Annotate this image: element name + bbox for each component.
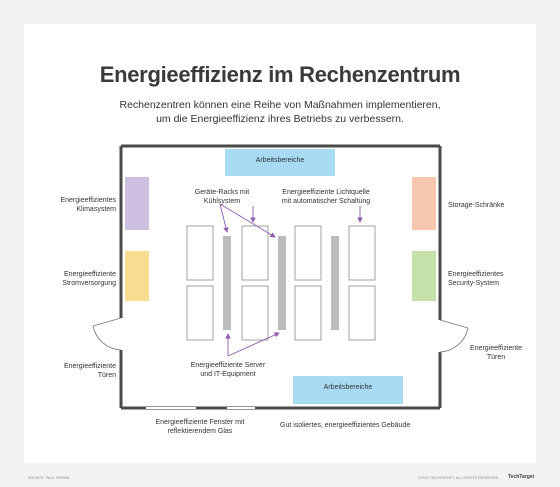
label-licht: Energieeffiziente Lichtquelle mit automa…: [281, 189, 371, 205]
stromversorgung-box: [125, 251, 149, 301]
subtitle-line-1: Rechenzentren können eine Reihe von Maßn…: [119, 99, 441, 111]
rack: [241, 285, 269, 341]
zone-top-box: [225, 149, 335, 176]
rack: [294, 285, 322, 341]
label-klimasystem: Energieeffizientes Klimasystem: [60, 197, 116, 213]
rack: [186, 225, 214, 281]
door-right: [439, 319, 469, 353]
zone-top-label: Arbeitsbereiche: [255, 157, 305, 164]
arrow-racks-right: [219, 203, 276, 238]
rack: [186, 285, 214, 341]
server-pillar: [223, 236, 231, 330]
arrow-racks-left: [219, 203, 229, 233]
storage-box: [412, 177, 436, 230]
label-security: Energieeffizientes Security-System: [448, 271, 504, 287]
zone-bottom-label: Arbeitsbereiche: [323, 384, 373, 391]
label-fenster: Energieeffiziente Fenster mit reflektier…: [155, 419, 245, 435]
label-tueren-right: Energieeffiziente Türen: [469, 345, 523, 361]
label-racks: Geräte-Racks mit Kühlsystem: [194, 189, 250, 205]
label-storage: Storage-Schränke: [448, 202, 505, 209]
arrows: [219, 203, 363, 357]
rack: [294, 225, 322, 281]
security-box: [412, 251, 436, 301]
server-pillar: [331, 236, 339, 330]
source-note: SOURCE: PAUL KIRVAN: [28, 476, 70, 480]
server-pillar: [278, 236, 286, 330]
zone-bottom-box: [293, 376, 403, 404]
subtitle-line-2: um die Energieeffizienz ihres Betriebs z…: [156, 113, 404, 125]
page-subtitle: Rechenzentren können eine Reihe von Maßn…: [0, 98, 560, 126]
rack: [348, 225, 376, 281]
rack: [241, 225, 269, 281]
door-left: [92, 317, 122, 351]
windows: [146, 406, 255, 410]
server-pillars: [223, 236, 339, 330]
arrow-server-right: [227, 332, 280, 357]
klimasystem-box: [125, 177, 149, 230]
label-server: Energieeffiziente Server und IT-Equipmen…: [190, 362, 266, 378]
copyright-note: ©2022 TECHTARGET. ALL RIGHTS RESERVED.: [418, 476, 500, 480]
rack: [348, 285, 376, 341]
racks: [186, 225, 376, 341]
label-stromversorgung: Energieeffiziente Stromversorgung: [62, 271, 116, 287]
brand-logo: TechTarget: [508, 474, 535, 480]
building-walls: [119, 144, 442, 410]
label-gebaeude: Gut isoliertes, energieeffizientes Gebäu…: [280, 422, 411, 429]
label-tueren-left: Energieeffiziente Türen: [63, 363, 116, 379]
page-title: Energieeffizienz im Rechenzentrum: [99, 62, 461, 87]
